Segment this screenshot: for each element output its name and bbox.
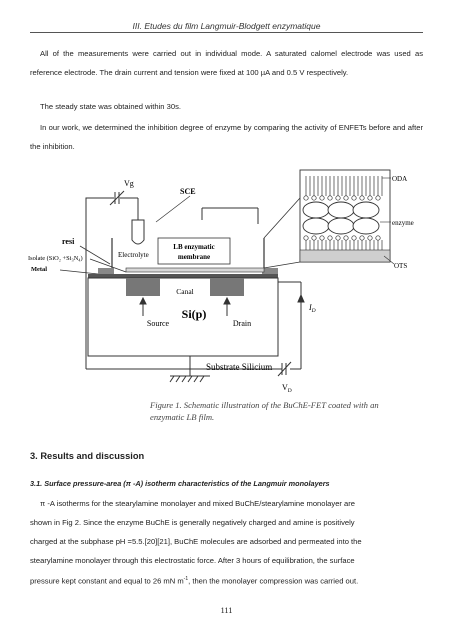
drain-region — [210, 278, 244, 296]
paragraph-measurements: All of the measurements were carried out… — [30, 49, 423, 77]
page-number: 111 — [220, 605, 233, 615]
silicon-substrate — [87, 277, 279, 357]
section-heading: 3. Results and discussion — [30, 451, 145, 461]
subsection-heading: 3.1. Surface pressure-area (π -A) isothe… — [30, 479, 330, 488]
electrolyte-well — [111, 238, 265, 270]
resin-block-right — [262, 268, 278, 276]
sce-electrode — [131, 219, 145, 245]
ground-symbol — [169, 375, 210, 383]
drain-circuit — [278, 281, 302, 370]
vg-label: Vg — [124, 179, 134, 188]
running-header: III. Etudes du film Langmuir-Blodgett en… — [132, 21, 321, 31]
unit-exponent: -1 — [183, 576, 189, 582]
enfet-schematic-figure: Vg SCE Electrolyte LB enzymatic membrane… — [28, 169, 414, 394]
oda-label: ODA — [392, 175, 407, 183]
paragraph-inhibition: In our work, we determined the inhibitio… — [30, 123, 423, 151]
drain-arrow — [223, 296, 231, 316]
figure-caption: Figure 1. Schematic illustration of the … — [150, 400, 379, 422]
vg-source-symbol — [109, 190, 125, 206]
sce-label: SCE — [180, 187, 196, 196]
source-region — [126, 278, 160, 296]
resin-label: resi — [62, 237, 75, 246]
sip-label: Si(p) — [182, 307, 207, 321]
molecular-inset — [299, 169, 391, 263]
metal-label: Metal — [31, 266, 47, 273]
isolate-layer — [88, 274, 278, 278]
resin-block-left — [98, 268, 114, 276]
resin-pointer — [79, 245, 111, 265]
header-rule — [30, 32, 423, 33]
results-line-4: stearylamine monolayer through this elec… — [30, 556, 355, 565]
ots-label: OTS — [394, 262, 407, 270]
id-label: ID — [308, 303, 316, 314]
results-line-5: pressure kept constant and equal to 26 m… — [30, 570, 423, 591]
paragraph-steady-state: The steady state was obtained within 30s… — [40, 102, 181, 111]
results-line-2: shown in Fig 2. Since the enzyme BuChE i… — [30, 518, 355, 527]
metal-pointer — [59, 269, 99, 275]
source-arrow — [139, 296, 147, 316]
lb-membrane-box — [157, 237, 231, 265]
results-line-5a: pressure kept constant and equal to 26 m… — [30, 576, 184, 586]
zoom-lines — [263, 197, 301, 269]
vd-label: VD — [282, 383, 292, 394]
drain-label: Drain — [233, 319, 251, 328]
isolate-label: Isolate (SiO₂ +Si₃N₄) — [28, 255, 83, 262]
source-label: Source — [147, 319, 170, 328]
electrolyte-label: Electrolyte — [118, 251, 149, 259]
canal-label: Canal — [176, 287, 194, 296]
lb-membrane-layer — [125, 267, 265, 273]
enzyme-label: enzyme — [392, 219, 414, 227]
sce-pointer — [155, 195, 191, 223]
ots-pointer — [383, 255, 395, 265]
lb-membrane-label-line1: LB enzymatic — [173, 243, 214, 251]
results-line-5b: , then the monolayer compression was car… — [188, 576, 359, 586]
results-line-1: π -A isotherms for the stearylamine mono… — [40, 499, 356, 508]
gate-circuit — [85, 197, 259, 370]
results-line-3: charged at the subphase pH =5.5.[20][21]… — [30, 537, 362, 546]
isolate-pointer — [89, 258, 127, 273]
lb-membrane-label-line2: membrane — [178, 253, 210, 261]
substrate-label: Substrate Silicium — [206, 362, 272, 372]
